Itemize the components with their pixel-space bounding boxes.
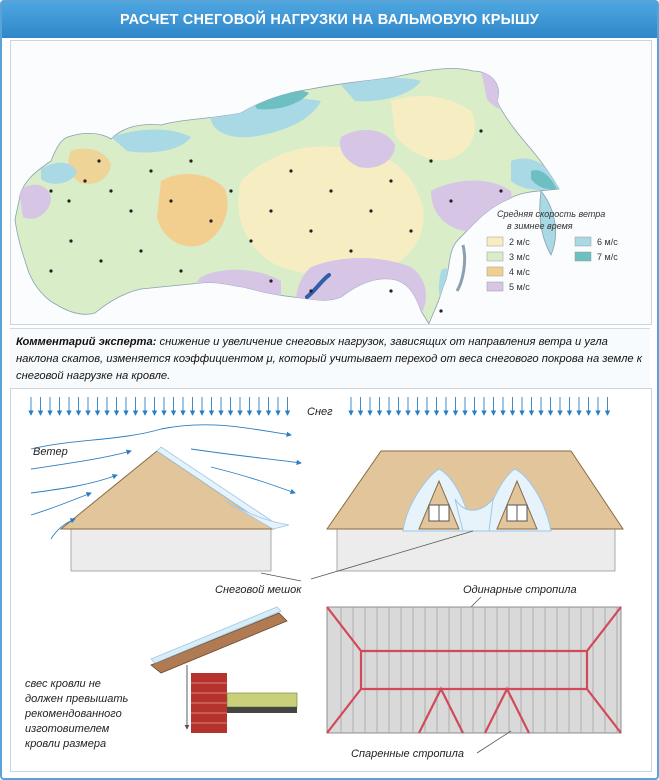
legend-label: 7 м/с (597, 252, 618, 262)
legend-label: 2 м/с (509, 237, 530, 247)
legend-swatch (574, 236, 592, 247)
wind-map-panel: Средняя скорость ветра в зимнее время 2 … (10, 40, 652, 325)
legend-swatch (486, 236, 504, 247)
eave-detail (150, 606, 298, 733)
legend-swatch (486, 281, 504, 292)
legend-label: 3 м/с (509, 252, 530, 262)
snowfall-arrows-left (28, 397, 291, 416)
snow-bag-valley (454, 497, 494, 532)
wind-arrows (30, 424, 302, 540)
paired-rafters-label: Спаренные стропила (351, 748, 464, 760)
snowfall-arrows-right (348, 397, 611, 416)
single-rafters-label: Одинарные стропила (463, 584, 577, 596)
map-legend: 2 м/с 3 м/с 4 м/с 5 м/с 6 м/с 7 м/с (486, 236, 618, 292)
legend-title: Средняя скорость ветра (497, 209, 605, 219)
legend-label: 5 м/с (509, 282, 530, 292)
wind-label: Ветер (33, 446, 68, 458)
roof-plan (326, 606, 622, 734)
comment-heading: Комментарий эксперта: (16, 336, 157, 348)
page-title: РАСЧЕТ СНЕГОВОЙ НАГРУЗКИ НА ВАЛЬМОВУЮ КР… (2, 2, 657, 38)
legend-label: 4 м/с (509, 267, 530, 277)
snow-drift-left (224, 500, 290, 530)
legend-swatch (486, 251, 504, 262)
legend-swatch (486, 266, 504, 277)
legend-swatch (574, 251, 592, 262)
expert-comment: Комментарий эксперта: снижение и увеличе… (10, 328, 650, 392)
snow-label: Снег (307, 406, 333, 418)
legend-label: 6 м/с (597, 237, 618, 247)
comment-text: снижение и увеличение снеговых нагрузок,… (16, 336, 643, 382)
russia-wind-map: Средняя скорость ветра в зимнее время 2 … (14, 68, 618, 324)
house-left (59, 446, 290, 572)
roof-diagrams: Ветер Снег Снеговой мешок Одинарные стро… (24, 397, 624, 760)
snow-bag-label: Снеговой мешок (215, 584, 302, 596)
house-right (326, 450, 624, 572)
legend-subtitle: в зимнее время (507, 221, 573, 231)
roof-diagrams-panel: Ветер Снег Снеговой мешок Одинарные стро… (10, 388, 652, 772)
